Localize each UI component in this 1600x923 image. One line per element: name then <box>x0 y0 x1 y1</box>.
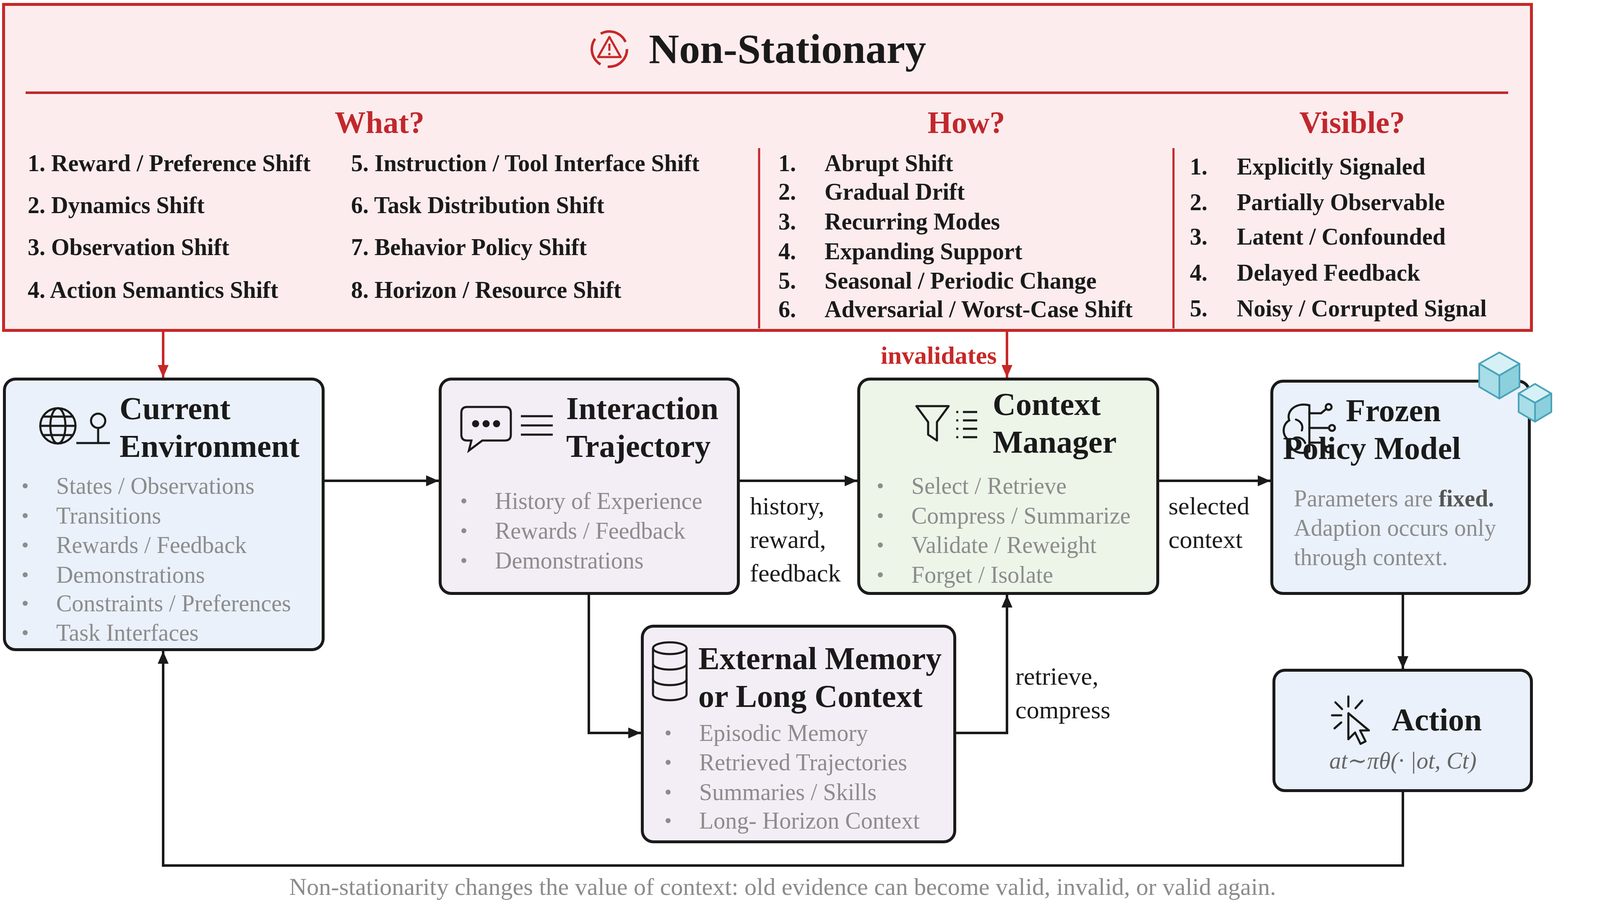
edge-label: retrieve, compress <box>1015 659 1111 727</box>
environment-box: Current EnvironmentStates / Observations… <box>2 377 325 651</box>
list-item: Latent / Confounded <box>1236 223 1446 250</box>
connector-arrow <box>1401 594 1405 669</box>
bullet-item: Select / Retrieve <box>911 472 1067 500</box>
list-item: Abrupt Shift <box>824 149 954 177</box>
bullet-item: Compress / Summarize <box>911 502 1131 529</box>
bullet-item: Demonstrations <box>494 546 644 574</box>
connector-arrow <box>161 331 165 378</box>
cube-face <box>1534 393 1552 422</box>
action-box: Action at∼πθ(· |ot, Ct) <box>1272 668 1533 792</box>
bullet-item: Episodic Memory <box>699 719 869 747</box>
list-item: 8. Horizon / Resource Shift <box>351 276 622 304</box>
list-item: Gradual Drift <box>824 178 965 206</box>
trajectory-box: Interaction TrajectoryHistory of Experie… <box>438 377 740 595</box>
bullet-item: Long- Horizon Context <box>699 806 920 834</box>
body-text: Parameters are fixed. Adaption occurs on… <box>1293 483 1517 572</box>
list-item: 2. Dynamics Shift <box>27 191 205 219</box>
cube-face <box>1479 352 1520 376</box>
list-item: Noisy / Corrupted Signal <box>1236 294 1487 322</box>
connector-arrow <box>1159 479 1271 482</box>
list-number: 2. <box>1189 188 1208 216</box>
list-item: 4. Action Semantics Shift <box>27 276 279 304</box>
list-number: 5. <box>778 267 797 294</box>
edge-label: history, reward, feedback <box>749 489 841 590</box>
policy-box: Frozen Policy ModelParameters are fixed.… <box>1270 379 1531 595</box>
box-title: Context Manager <box>992 385 1155 461</box>
list-item: Delayed Feedback <box>1236 259 1421 287</box>
bullet-item: Summaries / Skills <box>699 778 877 806</box>
bullet-item: Retrieved Trajectories <box>699 748 908 776</box>
bullet-item: Demonstrations <box>56 561 206 588</box>
list-item: 6. Task Distribution Shift <box>351 191 605 219</box>
bullet-item: Task Interfaces <box>56 619 199 646</box>
bullet-item: Constraints / Preferences <box>56 589 292 617</box>
connector-arrow <box>739 479 858 482</box>
body-text: Parameters are <box>1293 485 1433 512</box>
column-heading: What? <box>295 104 464 141</box>
list-item: Explicitly Signaled <box>1236 153 1426 180</box>
box-title: Action <box>1391 700 1482 739</box>
formula-text: at∼πθ(· |ot, Ct) <box>1287 746 1519 774</box>
bullet-item: Forget / Isolate <box>911 561 1054 588</box>
box-title: Current Environment <box>119 389 317 465</box>
context-manager-box: Context ManagerSelect / RetrieveCompress… <box>857 377 1160 595</box>
bullet-item: Rewards / Feedback <box>56 531 247 559</box>
box-title: Frozen Policy Model <box>1282 391 1483 467</box>
emphasis-text: fixed. <box>1438 485 1494 512</box>
connector-arrow <box>324 479 439 482</box>
list-number: 4. <box>1189 259 1208 287</box>
panel-title: Non-Stationary <box>648 26 927 73</box>
box-title: Interaction Trajectory <box>566 389 737 465</box>
connector-arrow <box>956 594 1007 733</box>
caption: Non-stationarity changes the value of co… <box>125 872 1440 901</box>
list-item: Seasonal / Periodic Change <box>824 267 1097 294</box>
bullet-item: History of Experience <box>494 487 703 515</box>
list-number: 5. <box>1189 294 1208 322</box>
edge-label: invalidates <box>880 338 997 373</box>
column-heading: How? <box>882 104 1051 141</box>
list-number: 3. <box>778 208 797 235</box>
icon-spacer <box>1282 391 1346 430</box>
bullet-item: States / Observations <box>56 472 255 500</box>
body-text: Adaption occurs only through context. <box>1293 514 1496 570</box>
list-number: 2. <box>778 178 797 206</box>
shift-panel: Non-StationaryWhat? 1. Reward / Preferenc… <box>2 2 1533 332</box>
list-item: Recurring Modes <box>824 208 1000 235</box>
list-number: 1. <box>1189 153 1208 180</box>
list-item: 3. Observation Shift <box>27 233 230 261</box>
list-item: Expanding Support <box>824 237 1023 265</box>
memory-box: External Memory or Long ContextEpisodic … <box>640 624 957 843</box>
connector-arrow <box>588 594 641 733</box>
bullet-item: Rewards / Feedback <box>494 517 686 544</box>
list-number: 1. <box>778 149 797 177</box>
list-item: 7. Behavior Policy Shift <box>351 233 587 261</box>
list-item: Partially Observable <box>1236 188 1445 216</box>
list-number: 4. <box>778 237 797 265</box>
connector-arrow <box>1005 331 1009 378</box>
list-number: 3. <box>1189 223 1208 250</box>
edge-label: selected context <box>1168 489 1250 557</box>
list-number: 6. <box>778 295 797 323</box>
list-item: 1. Reward / Preference Shift <box>27 149 311 177</box>
column-heading: Visible? <box>1268 104 1437 141</box>
bullet-item: Transitions <box>56 502 162 529</box>
box-title: External Memory or Long Context <box>698 639 953 715</box>
list-item: Adversarial / Worst-Case Shift <box>824 295 1133 323</box>
bullet-item: Validate / Reweight <box>911 531 1097 559</box>
list-item: 5. Instruction / Tool Interface Shift <box>351 149 700 177</box>
